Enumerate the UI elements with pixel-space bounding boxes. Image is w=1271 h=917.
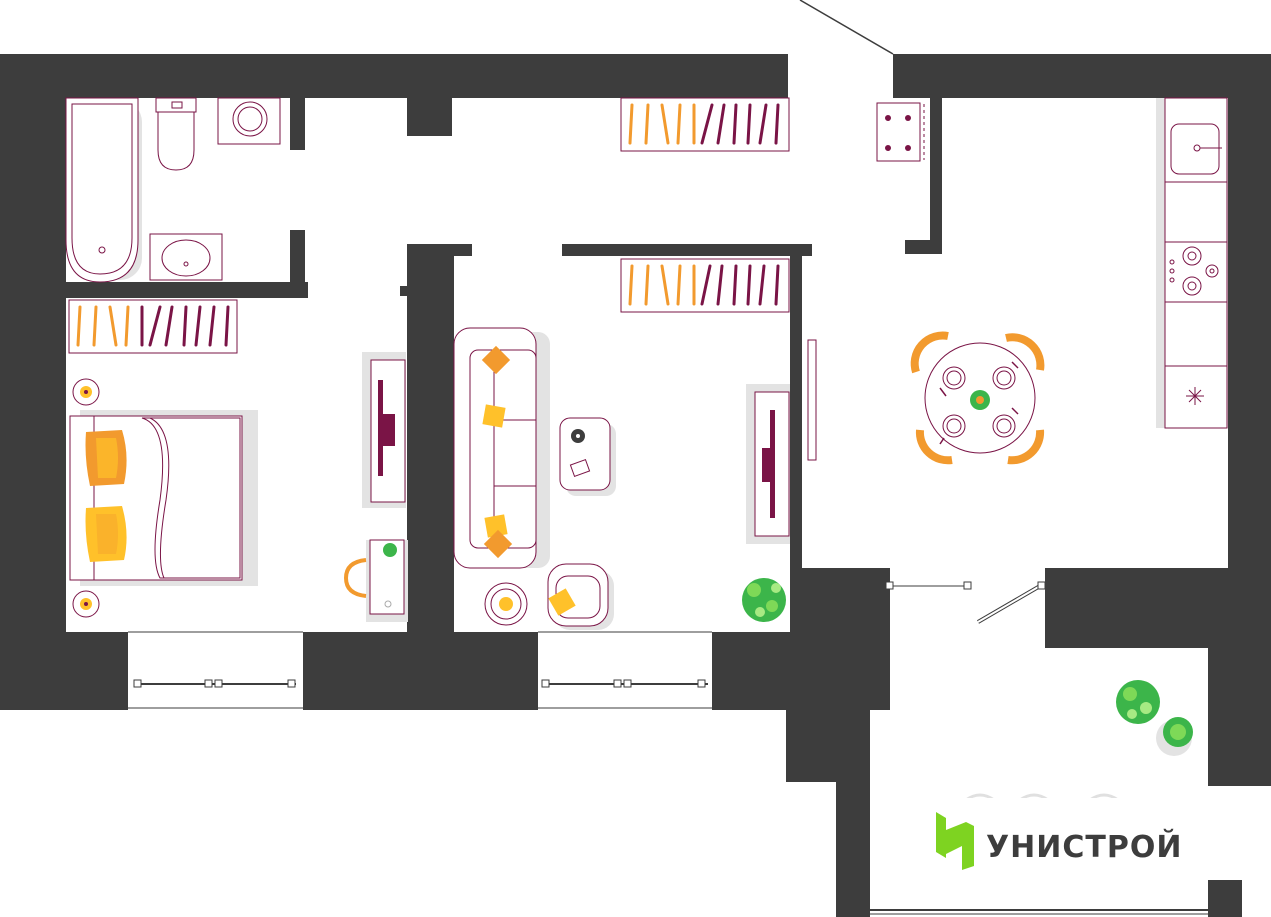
bed-icon (69, 410, 258, 586)
wardrobe-icon (620, 97, 790, 152)
shoe-cabinet-icon (876, 102, 925, 162)
sofa-icon (453, 327, 550, 569)
window-icon (538, 631, 712, 709)
wardrobe-icon (68, 299, 238, 354)
nightstand-lamp-icon (72, 378, 100, 406)
entrance-door-icon (799, 0, 894, 55)
nightstand-lamp-icon (72, 590, 100, 618)
side-table-icon (484, 582, 528, 626)
door-icon (885, 581, 1046, 624)
walls (0, 54, 1271, 917)
toilet-icon (155, 97, 197, 171)
balcony-window-icon (870, 909, 1208, 915)
window-icon (128, 631, 303, 709)
stove-icon (1169, 246, 1219, 296)
tv-stand-icon (746, 384, 790, 544)
dining-table-icon (910, 331, 1045, 465)
washing-machine-icon (217, 97, 281, 145)
bathtub-icon (65, 97, 142, 283)
coffee-table-icon (559, 417, 616, 496)
brand-mark-icon (936, 812, 974, 870)
armchair-icon (547, 563, 614, 630)
desk-icon (343, 539, 408, 622)
plant-icon (1116, 680, 1160, 724)
brand-name: УНИСТРОЙ (986, 829, 1182, 865)
sink-icon (149, 233, 223, 281)
brand-logo: УНИСТРОЙ (924, 798, 1240, 880)
tv-stand-icon (362, 352, 406, 508)
wardrobe-icon (620, 258, 790, 313)
fridge-icon (1186, 387, 1204, 405)
plant-icon (742, 578, 786, 622)
sink-icon (1170, 123, 1222, 175)
wall-panel-icon (807, 339, 817, 461)
plant-icon (1156, 717, 1193, 756)
